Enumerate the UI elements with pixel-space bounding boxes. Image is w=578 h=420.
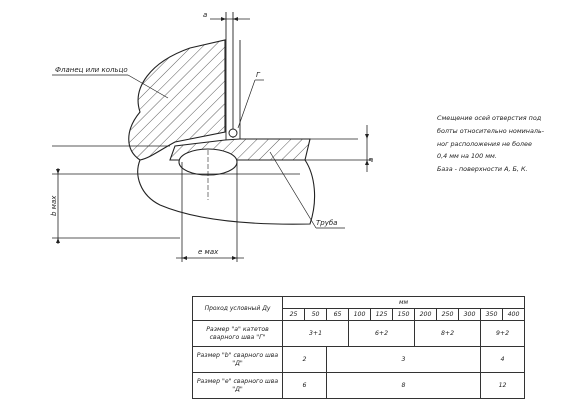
note-line: База - поверхности А, Б, К.	[437, 165, 528, 174]
table-cell: 9+2	[479, 320, 526, 347]
dim-e-max-label: e мах	[198, 248, 219, 256]
note-line: Смещение осей отверстия под	[437, 114, 542, 122]
du-value: 125	[370, 308, 393, 321]
table-row: Размер "е" сварного шва "Д" 6 8 12	[192, 372, 526, 399]
table-row: Размер "b" сварного шва "Д" 2 3 4	[192, 346, 526, 373]
flange-body	[128, 39, 226, 161]
du-value: 100	[348, 308, 371, 321]
note-line: ног расположения не более	[437, 139, 532, 148]
table-cell: 8	[326, 372, 481, 399]
dim-b-max-label: b мах	[50, 195, 58, 216]
table-cell: 3	[326, 346, 481, 373]
weld-size-table: Проход условный Ду мм 25 50 65 100 125 1…	[192, 296, 526, 399]
row-label: Размер "b" сварного шва "Д"	[192, 346, 283, 373]
dim-a-top-label: a	[203, 11, 207, 19]
du-value: 50	[304, 308, 327, 321]
du-value: 150	[392, 308, 415, 321]
du-value: 350	[480, 308, 503, 321]
du-value: 65	[326, 308, 349, 321]
weld-g-label: Г	[256, 71, 261, 79]
table-cell: 6	[282, 372, 327, 399]
table-cell: 12	[479, 372, 526, 399]
unit-header: мм	[281, 296, 526, 309]
du-value: 250	[436, 308, 459, 321]
row-label: Размер "а" катетов сварного шва "Г"	[192, 320, 283, 347]
flange-label: Фланец или кольцо	[55, 66, 128, 74]
table-cell: 2	[282, 346, 327, 373]
table-cell: 6+2	[348, 320, 415, 347]
corner-header: Проход условный Ду	[192, 296, 283, 321]
table-row: Размер "а" катетов сварного шва "Г" 3+1 …	[192, 320, 526, 347]
dim-a-right-label: a	[367, 158, 375, 162]
weld-spot	[228, 128, 238, 138]
table-cell: 4	[479, 346, 526, 373]
tolerance-note: Смещение осей отверстия под болты относи…	[437, 112, 577, 176]
note-line: 0,4 мм на 100 мм.	[437, 152, 497, 161]
du-value: 400	[501, 308, 526, 321]
weld-drawing: a a b мах e мах Фланец или кольцо Г Труб…	[50, 11, 375, 262]
table-cell: 3+1	[282, 320, 349, 347]
table-cell: 8+2	[414, 320, 481, 347]
du-value: 300	[458, 308, 481, 321]
pipe-label: Труба	[316, 219, 337, 227]
du-value: 200	[414, 308, 437, 321]
note-line: болты относительно номиналь-	[437, 126, 545, 135]
du-value: 25	[282, 308, 305, 321]
row-label: Размер "е" сварного шва "Д"	[192, 372, 283, 399]
